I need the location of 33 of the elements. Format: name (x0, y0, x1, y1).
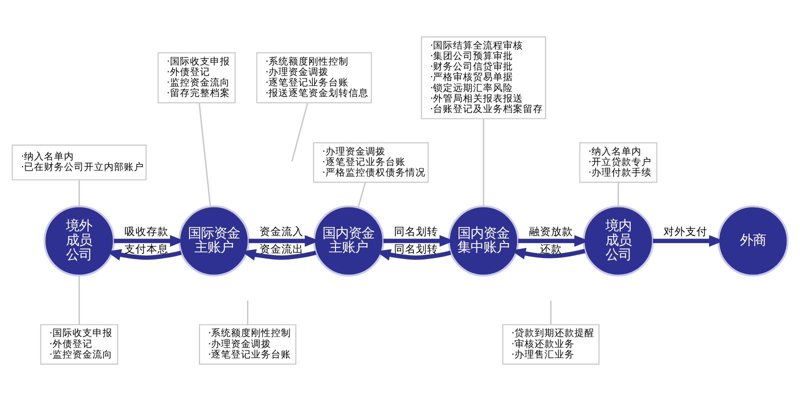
node-box: ·系统额度刚性控制 ·办理资金调拨 ·逐笔登记业务台账 (199, 324, 296, 364)
node-box: ·系统额度刚性控制 ·办理资金调拨 ·逐笔登记业务台账 ·报送逐笔资金划转信息 (256, 52, 372, 103)
connector (246, 300, 248, 324)
edge-label: 资金流出 (259, 242, 304, 255)
edge-label: 融资放款 (528, 225, 573, 238)
edge-label: 还款 (540, 242, 562, 255)
edge-label: 对外支付 (664, 225, 708, 238)
node-box: ·纳入名单内 ·开立贷款专户 ·办理付款手续 (579, 142, 658, 182)
connector (198, 102, 212, 206)
node-circle: 外商 (717, 204, 789, 276)
edge-label: 同名划转 (394, 242, 438, 255)
node-box: ·纳入名单内 ·已在财务公司开立内部账户 (12, 144, 147, 180)
node-box: ·国际收支申报 ·外债登记 ·监控资金流向 ·留存完整档案 (158, 52, 236, 103)
node-box: ·贷款到期还款提醒 ·审核还款业务 ·办理售汇业务 (502, 324, 600, 364)
node-circle: 境内成员公司 (582, 204, 654, 276)
edge-label: 支付本息 (124, 242, 169, 255)
edge-label: 资金流入 (259, 225, 304, 238)
node-box: ·国际结算全流程审核 ·集团公司预算审批 ·财务公司信贷审批 ·严格审核贸易单据 ·锁定远期汇率风险 ·外管局相关报表报送 ·台账登记及业务档案留存 (420, 36, 546, 119)
connector (78, 180, 80, 206)
node-circle: 国内资金集中账户 (448, 204, 520, 276)
connector (291, 102, 308, 162)
node-circle: 境外成员公司 (44, 204, 115, 276)
node-circle: 国内资金主账户 (313, 204, 384, 276)
edge-label: 吸收存款 (124, 225, 169, 238)
node-circle: 国际资金主账户 (178, 204, 250, 276)
connector (357, 182, 366, 208)
node-box: ·办理资金调拨 ·逐笔登记业务台账 ·严格监控债权债务情况 (313, 142, 429, 182)
connector (482, 118, 484, 206)
connector (618, 182, 619, 206)
connector (550, 300, 552, 324)
edge-label: 同名划转 (394, 225, 438, 238)
connector (78, 275, 80, 324)
node-box: ·国际收支申报 ·外债登记 ·监控资金流向 (40, 324, 118, 364)
